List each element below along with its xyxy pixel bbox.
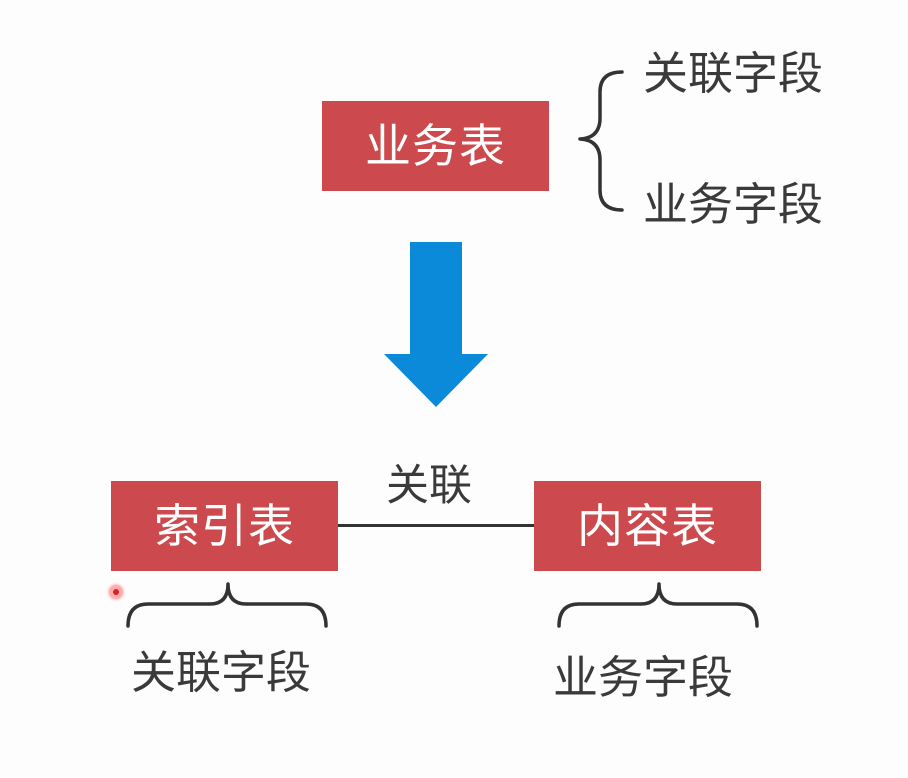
top-right-brace [578,70,624,212]
bottom-left-brace [126,582,328,628]
cursor-marker-icon [109,585,123,599]
down-arrow-icon [384,242,488,407]
top-field-business: 业务字段 [643,178,824,231]
relation-label: 关联 [386,461,472,511]
business-table-box: 业务表 [322,101,549,191]
content-table-field: 业务字段 [553,651,734,704]
content-table-box: 内容表 [534,481,761,571]
index-table-field: 关联字段 [131,646,312,699]
relation-connector-line [338,524,534,527]
top-field-relation: 关联字段 [643,47,824,100]
index-table-label: 索引表 [154,499,295,553]
index-table-box: 索引表 [111,481,338,571]
business-table-label: 业务表 [365,119,506,173]
bottom-right-brace [557,582,759,628]
content-table-label: 内容表 [577,499,718,553]
